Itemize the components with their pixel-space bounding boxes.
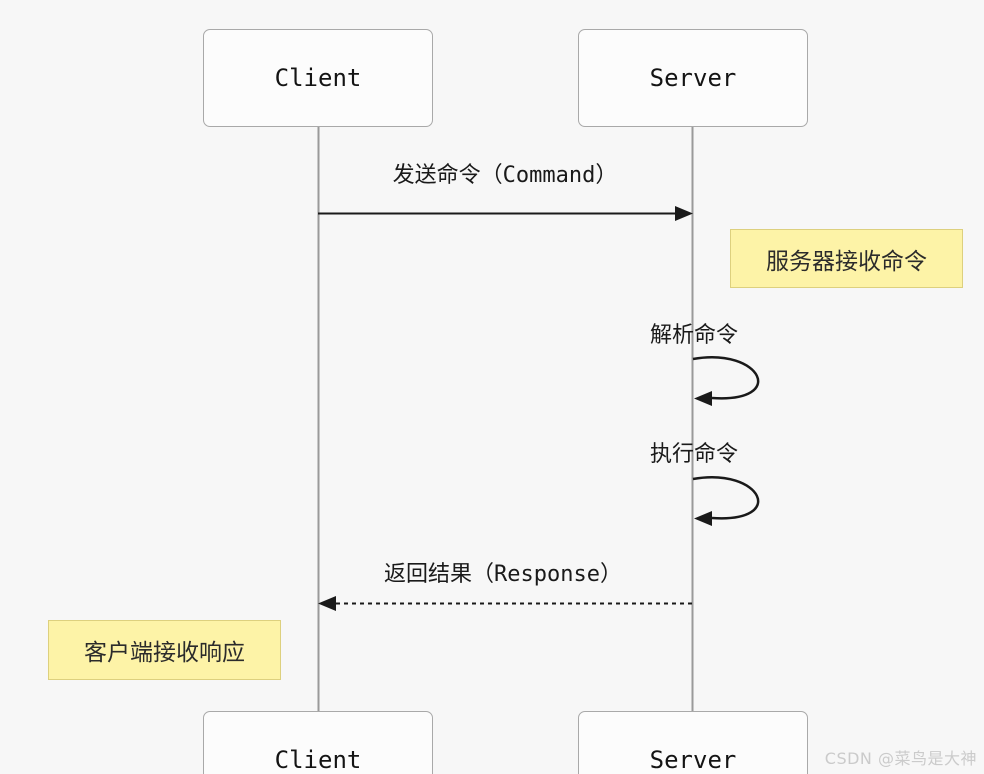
self-message-execute-label: 执行命令	[649, 442, 739, 467]
message-command-label: 发送命令（Command）	[392, 163, 618, 188]
actor-client-bottom-label: Client	[274, 746, 362, 774]
csdn-watermark: CSDN @菜鸟是大神	[824, 749, 977, 768]
message-response-label: 返回结果（Response）	[384, 562, 622, 587]
actor-client-top-label: Client	[274, 64, 362, 92]
note-client-receive: 客户端接收响应	[48, 620, 281, 680]
actor-client-bottom: Client	[203, 711, 433, 774]
actor-server-top: Server	[578, 29, 808, 127]
self-message-parse-label: 解析命令	[649, 323, 739, 348]
note-server-receive: 服务器接收命令	[730, 229, 963, 288]
parse-self-loop-arrow	[692, 356, 760, 406]
command-arrow	[318, 206, 693, 221]
execute-self-loop-arrow	[692, 476, 760, 526]
actor-server-bottom-label: Server	[649, 746, 737, 774]
actor-server-bottom: Server	[578, 711, 808, 774]
actor-server-top-label: Server	[649, 64, 737, 92]
response-arrow-dashed	[318, 596, 692, 611]
actor-client-top: Client	[203, 29, 433, 127]
